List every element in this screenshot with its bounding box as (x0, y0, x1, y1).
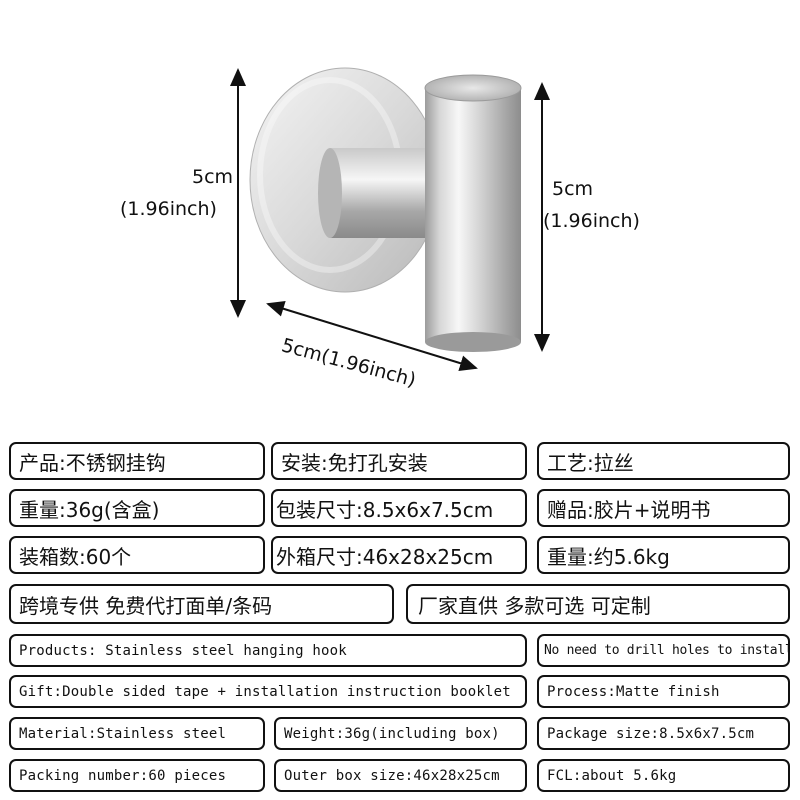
hook-arm (323, 148, 440, 238)
spec-package-size-en: Package size:8.5x6x7.5cm (537, 717, 790, 750)
right-height-label: 5cm (552, 178, 594, 200)
spec-product-zh: 产品:不锈钢挂钩 (9, 442, 265, 480)
spec-weight-zh: 重量:36g(含盒) (9, 489, 265, 527)
cross-border-banner: 跨境专供 免费代打面单/条码 (9, 584, 394, 624)
product-illustration: 5cm (1.96inch) 5cm (1.96inch) 5cm(1.96in… (120, 67, 640, 391)
spec-gross-weight-zh: 重量:约5.6kg (537, 536, 790, 574)
spec-process-zh: 工艺:拉丝 (537, 442, 790, 480)
width-arrow (266, 301, 478, 371)
spec-outer-box-en: Outer box size:46x28x25cm (274, 759, 527, 792)
spec-gift-en: Gift:Double sided tape + installation in… (9, 675, 527, 708)
right-height-inch-label: (1.96inch) (543, 210, 640, 232)
hook-cylinder (425, 88, 521, 342)
spec-outer-box-zh: 外箱尺寸:46x28x25cm (271, 536, 527, 574)
left-height-inch-label: (1.96inch) (120, 198, 217, 220)
spec-install-zh: 安装:免打孔安装 (271, 442, 527, 480)
spec-process-en: Process:Matte finish (537, 675, 790, 708)
spec-package-size-zh: 包装尺寸:8.5x6x7.5cm (271, 489, 527, 527)
spec-packing-number-en: Packing number:60 pieces (9, 759, 265, 792)
spec-gift-zh: 赠品:胶片+说明书 (537, 489, 790, 527)
hook-image (230, 67, 550, 371)
spec-fcl-en: FCL:about 5.6kg (537, 759, 790, 792)
spec-material-en: Material:Stainless steel (9, 717, 265, 750)
spec-weight-en: Weight:36g(including box) (274, 717, 527, 750)
spec-no-drill-en: No need to drill holes to install (537, 634, 790, 667)
spec-products-en: Products: Stainless steel hanging hook (9, 634, 527, 667)
spec-packing-number-zh: 装箱数:60个 (9, 536, 265, 574)
left-height-label: 5cm (192, 166, 234, 188)
factory-banner: 厂家直供 多款可选 可定制 (406, 584, 790, 624)
